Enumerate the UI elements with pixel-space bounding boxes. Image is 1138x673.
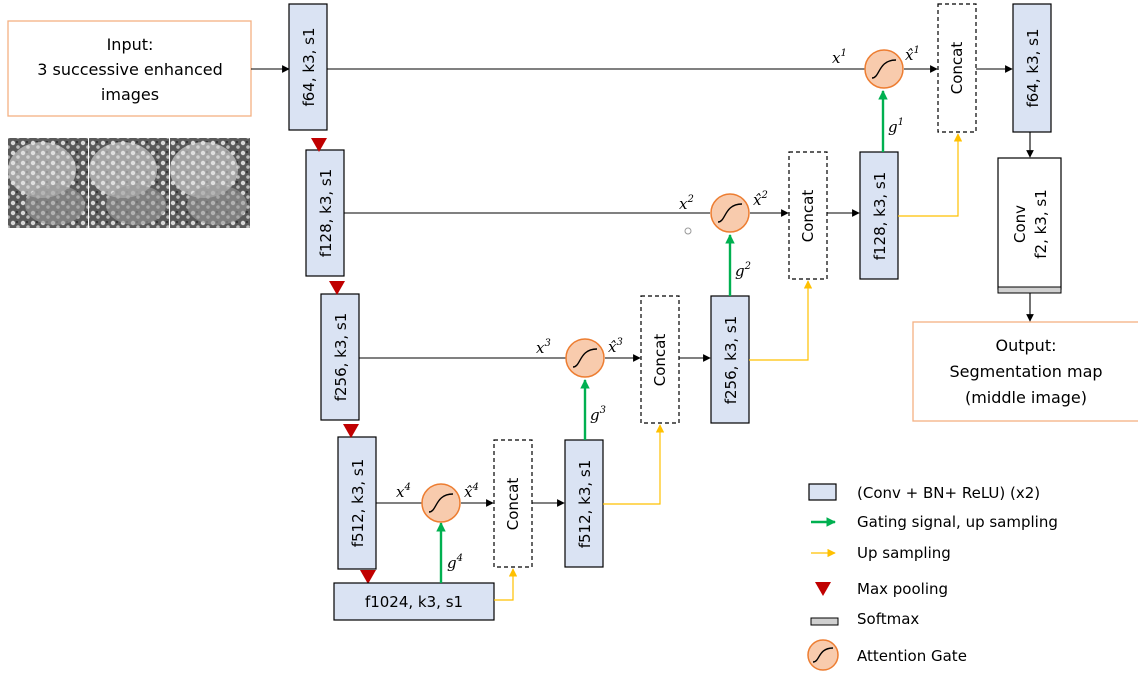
g3-label: g3 — [590, 405, 606, 424]
max-pool-marker — [343, 424, 359, 438]
conv-out-line1: Conv — [1011, 205, 1029, 243]
output-label-line2: Segmentation map — [949, 362, 1102, 381]
bottleneck-label: f1024, k3, s1 — [365, 593, 463, 611]
xhat3-label: x̂3 — [608, 337, 623, 356]
xhat2-label: x̂2 — [753, 190, 768, 209]
concat-label: Concat — [948, 42, 966, 95]
encoder-block-1-label: f64, k3, s1 — [300, 27, 318, 106]
input-label-line3: images — [101, 85, 159, 104]
input-label-line1: Input: — [107, 35, 154, 54]
legend-label: Gating signal, up sampling — [857, 513, 1058, 531]
input-image-thumbnail — [170, 138, 250, 228]
output-box: Output: Segmentation map (middle image) — [913, 322, 1138, 421]
concat-label: Concat — [799, 190, 817, 243]
x2-label: x2 — [679, 194, 694, 213]
encoder-block-3-label: f256, k3, s1 — [332, 313, 350, 402]
legend-item-upsampling: Up sampling — [811, 544, 951, 562]
stray-dot — [685, 228, 691, 234]
g1-label: g1 — [888, 117, 904, 136]
concat-box-1: Concat — [938, 4, 976, 132]
decoder-block-3: f256, k3, s1 — [711, 296, 749, 423]
input-box: Input: 3 successive enhanced images — [8, 21, 251, 116]
decoder-block-1: f64, k3, s1 — [1013, 4, 1051, 132]
attention-gate-3 — [566, 339, 604, 377]
decoder-block-1-label: f64, k3, s1 — [1024, 28, 1042, 107]
legend-item-maxpool: Max pooling — [815, 580, 948, 598]
max-pool-marker — [360, 570, 376, 584]
conv-out-line2: f2, k3, s1 — [1032, 189, 1050, 259]
legend-item-conv-block: (Conv + BN+ ReLU) (x2) — [809, 484, 1040, 502]
input-image-thumbnail — [89, 138, 169, 228]
concat-box-2: Concat — [789, 152, 827, 279]
encoder-block-4-label: f512, k3, s1 — [349, 459, 367, 548]
legend-label: Up sampling — [857, 544, 951, 562]
input-images — [8, 138, 250, 228]
red-triangle-icon — [815, 582, 831, 596]
legend: (Conv + BN+ ReLU) (x2) Gating signal, up… — [808, 484, 1058, 670]
conv-block-icon — [809, 484, 836, 500]
upsampling-arrow — [898, 134, 958, 216]
legend-label: Attention Gate — [857, 647, 967, 665]
upsampling-arrow — [494, 569, 513, 600]
concat-box-3: Concat — [641, 296, 679, 423]
x1-label: x1 — [832, 48, 847, 67]
input-label-line2: 3 successive enhanced — [37, 60, 223, 79]
g2-label: g2 — [735, 261, 751, 280]
softmax-bar — [998, 287, 1061, 293]
encoder-block-2-label: f128, k3, s1 — [317, 169, 335, 258]
legend-item-attention-gate: Attention Gate — [808, 640, 967, 670]
softmax-bar-icon — [811, 618, 838, 625]
decoder-block-2: f128, k3, s1 — [860, 152, 898, 279]
legend-label: (Conv + BN+ ReLU) (x2) — [857, 484, 1040, 502]
upsampling-arrow — [749, 281, 808, 360]
decoder-block-4-label: f512, k3, s1 — [576, 460, 594, 549]
xhat1-label: x̂1 — [905, 45, 920, 64]
bottleneck-block: f1024, k3, s1 — [334, 583, 494, 620]
max-pool-marker — [329, 281, 345, 295]
attention-gate-1 — [865, 50, 903, 88]
g4-label: g4 — [447, 553, 463, 572]
concat-label: Concat — [651, 334, 669, 387]
upsampling-arrow — [603, 425, 660, 504]
attention-gate-4 — [422, 484, 460, 522]
x3-label: x3 — [536, 338, 551, 357]
x4-label: x4 — [396, 482, 411, 501]
legend-label: Softmax — [857, 610, 919, 628]
encoder-block-2: f128, k3, s1 — [306, 150, 344, 276]
concat-box-4: Concat — [494, 440, 532, 567]
input-image-thumbnail — [8, 138, 88, 228]
encoder-block-1: f64, k3, s1 — [289, 4, 327, 130]
legend-item-gating: Gating signal, up sampling — [811, 513, 1058, 531]
encoder-block-4: f512, k3, s1 — [338, 437, 376, 569]
legend-item-softmax: Softmax — [811, 610, 919, 628]
decoder-block-2-label: f128, k3, s1 — [871, 172, 889, 261]
legend-label: Max pooling — [857, 580, 948, 598]
attention-gate-2 — [711, 194, 749, 232]
xhat4-label: x̂4 — [464, 482, 479, 501]
attention-gate-icon — [808, 640, 838, 670]
encoder-block-3: f256, k3, s1 — [321, 294, 359, 420]
output-label-line3: (middle image) — [965, 388, 1087, 407]
output-conv-block: Conv f2, k3, s1 — [998, 158, 1061, 293]
decoder-block-3-label: f256, k3, s1 — [722, 316, 740, 405]
concat-label: Concat — [504, 478, 522, 531]
decoder-block-4: f512, k3, s1 — [565, 440, 603, 567]
output-label-line1: Output: — [996, 336, 1057, 355]
